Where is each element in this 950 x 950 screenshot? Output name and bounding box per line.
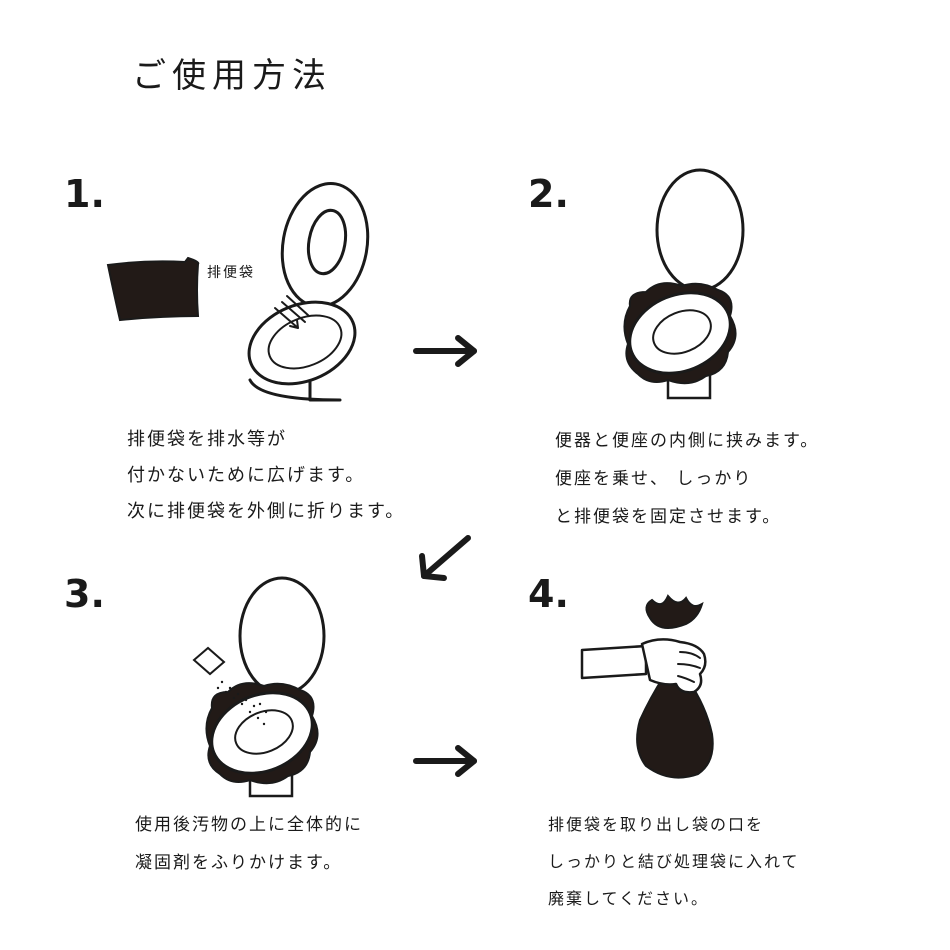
step-1-illustration (106, 182, 370, 402)
step-3-line-1: 使用後汚物の上に全体的に (135, 815, 363, 835)
step-4-illustration (580, 594, 714, 779)
step-1-number: 1. (64, 172, 105, 216)
step-2-caption: 便器と便座の内側に挟みます。 便座を乗せ、 しっかり と排便袋を固定させます。 (555, 422, 819, 536)
step-4-line-2: しっかりと結び処理袋に入れて (548, 852, 800, 871)
step-1-line-3: 次に排便袋を外側に折ります。 (127, 501, 406, 522)
step-1-caption: 排便袋を排水等が 付かないために広げます。 次に排便袋を外側に折ります。 (127, 422, 405, 530)
step-2-line-2: 便座を乗せ、 しっかり (555, 469, 753, 489)
step-1-line-2: 付かないために広げます。 (127, 465, 366, 486)
step-3-caption: 使用後汚物の上に全体的に 凝固剤をふりかけます。 (135, 806, 363, 882)
step-3-number: 3. (64, 572, 105, 616)
step-4-line-1: 排便袋を取り出し袋の口を (548, 815, 765, 834)
arrow-right-icon (413, 745, 477, 777)
arrow-down-left-icon (419, 535, 471, 581)
flat-bag-icon (106, 256, 200, 322)
step-4-number: 4. (528, 572, 569, 616)
step-2-line-3: と排便袋を固定させます。 (555, 507, 782, 527)
step-4-caption: 排便袋を取り出し袋の口を しっかりと結び処理袋に入れて 廃棄してください。 (548, 806, 800, 917)
step-3-illustration (192, 576, 326, 798)
bag-label: 排便袋 (207, 265, 255, 281)
coagulant-packet-icon (192, 646, 226, 676)
tied-bag-icon (645, 594, 704, 630)
step-4-line-3: 廃棄してください。 (548, 889, 710, 908)
step-2-number: 2. (528, 172, 569, 216)
step-1-line-1: 排便袋を排水等が (127, 429, 287, 450)
step-3-line-2: 凝固剤をふりかけます。 (135, 853, 343, 873)
page-title: ご使用方法 (132, 56, 332, 96)
step-2-illustration (623, 168, 745, 400)
step-2-line-1: 便器と便座の内側に挟みます。 (555, 431, 820, 451)
arrow-right-icon (413, 335, 477, 367)
